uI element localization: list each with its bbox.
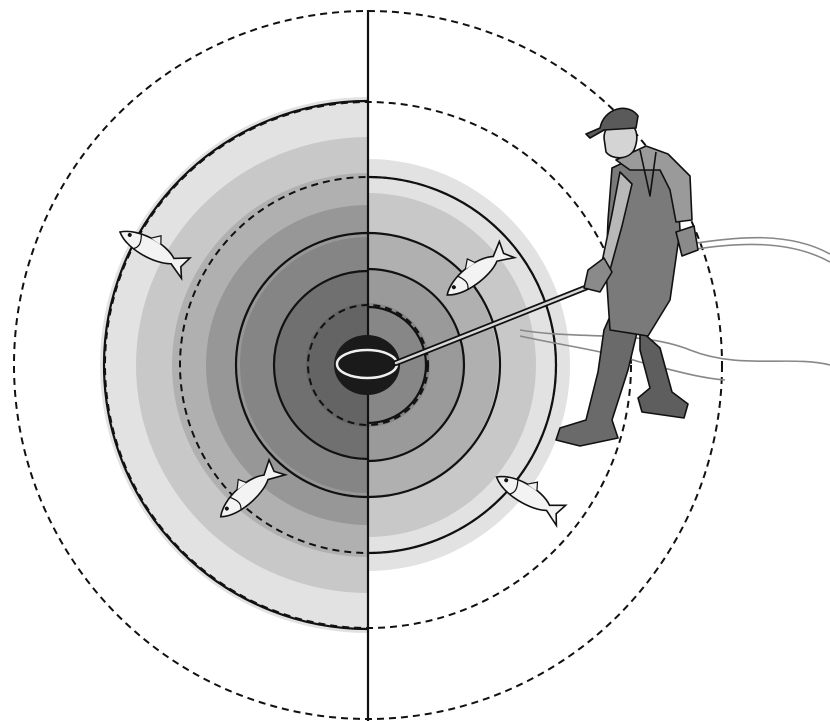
fisherman-figure bbox=[556, 108, 698, 446]
fisherman-rear-glove bbox=[676, 226, 698, 256]
fisherman-back-leg bbox=[638, 330, 688, 418]
center-hole bbox=[334, 335, 400, 395]
